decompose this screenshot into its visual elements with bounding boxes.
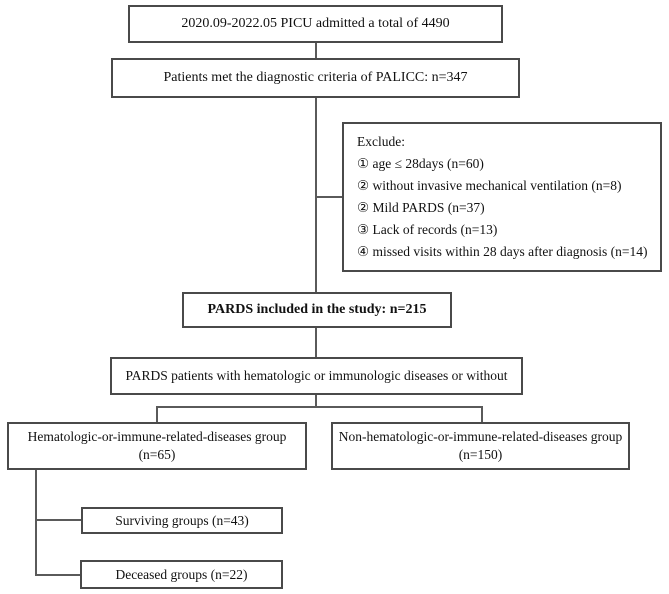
connector-to-hematologic-group [156,406,158,423]
connector-to-exclusions [315,196,343,198]
connector-split-horizontal [156,406,483,408]
connector-to-surviving-group [35,519,82,521]
box-deceased-group: Deceased groups (n=22) [80,560,283,589]
exclusion-item: ④ missed visits within 28 days after dia… [357,244,648,259]
pards-included-text: PARDS included in the study: n=215 [207,301,427,317]
exclusion-item: ① age ≤ 28days (n=60) [357,156,484,171]
connector-palicc-to-included [315,98,317,293]
exclusions-title: Exclude: [357,134,405,149]
non-hematologic-group-name: Non-hematologic-or-immune-related-diseas… [338,429,623,445]
box-total-admitted: 2020.09-2022.05 PICU admitted a total of… [128,5,503,43]
exclusion-item: ③ Lack of records (n=13) [357,222,498,237]
box-palicc-criteria: Patients met the diagnostic criteria of … [111,58,520,98]
connector-to-non-hematologic-group [481,406,483,423]
box-hematologic-group: Hematologic-or-immune-related-diseases g… [7,422,307,470]
surviving-group-text: Surviving groups (n=43) [115,512,249,528]
hematologic-group-count: (n=65) [138,447,176,462]
box-pards-included: PARDS included in the study: n=215 [182,292,452,328]
exclusion-item: ② without invasive mechanical ventilatio… [357,178,622,193]
deceased-group-text: Deceased groups (n=22) [115,566,248,582]
non-hematologic-group-count: (n=150) [458,447,503,462]
box-exclusions: Exclude: ① age ≤ 28days (n=60) ② without… [342,122,662,272]
connector-total-to-palicc [315,42,317,59]
palicc-criteria-text: Patients met the diagnostic criteria of … [163,69,468,85]
exclusion-item: ② Mild PARDS (n=37) [357,200,485,215]
box-group-split: PARDS patients with hematologic or immun… [110,357,523,395]
box-surviving-group: Surviving groups (n=43) [81,507,283,534]
connector-included-to-split [315,327,317,358]
connector-hematologic-descendants [35,469,37,576]
connector-split-stem [315,394,317,408]
connector-to-deceased-group [35,574,81,576]
box-non-hematologic-group: Non-hematologic-or-immune-related-diseas… [331,422,630,470]
hematologic-group-name: Hematologic-or-immune-related-diseases g… [27,429,287,445]
group-split-text: PARDS patients with hematologic or immun… [125,368,508,384]
total-admitted-text: 2020.09-2022.05 PICU admitted a total of… [181,15,450,31]
